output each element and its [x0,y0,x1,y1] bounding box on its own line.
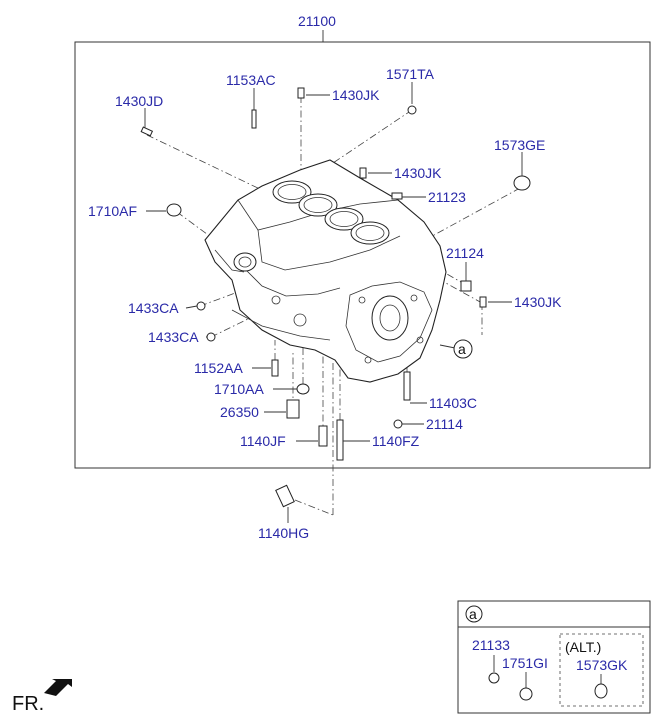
inset-marker-circle [465,605,483,623]
nut-21114 [393,419,403,429]
plug-1430JK-top [297,87,305,99]
callout-26350: 26350 [220,404,259,420]
ref-marker-text: a [458,341,466,357]
plug-1430JK-mid [359,167,367,179]
cap-1573GE [513,175,531,191]
plug-1430JK-right [479,296,487,308]
callout-1430JK-top: 1430JK [332,87,380,103]
callout-21124: 21124 [446,245,484,261]
callout-1430JK-right: 1430JK [514,294,562,310]
dowel-pin-1430JD [140,126,154,137]
inset-marker-text: a [469,606,477,622]
oring-1710AA [296,383,310,395]
inset-ring-21133 [488,672,500,684]
callout-1433CA-2: 1433CA [148,329,199,345]
ref-marker-leader [439,344,456,349]
callout-leaders [144,82,523,523]
assembly-part-number: 21100 [298,13,336,29]
plug-1571TA [407,105,417,115]
callout-1153AC: 1153AC [226,72,276,88]
inset-ring-1751GI [519,687,533,701]
stud-1153AC [251,109,257,129]
pin-21123 [391,192,403,200]
inset-part-1573GK: 1573GK [576,657,628,673]
oring-1710AF [166,203,182,217]
pin-21124 [460,280,472,292]
callout-1433CA-1: 1433CA [128,300,179,316]
callout-1430JK-mid: 1430JK [394,165,442,181]
inset-cap-1573GK [594,683,608,699]
plug-1433CA-2 [206,332,216,342]
inset-part-1751GI: 1751GI [502,655,548,671]
cylinder-block [204,159,447,383]
inset-part-21133: 21133 [472,637,510,653]
callout-21123: 21123 [428,189,466,205]
callout-1140FZ: 1140FZ [372,433,420,449]
bolt-1140FZ [336,419,344,461]
callout-1140JF: 1140JF [240,433,286,449]
water-port [233,252,257,272]
inset-alt-label: (ALT.) [565,639,601,655]
callout-1710AA: 1710AA [214,381,264,397]
callout-11403C: 11403C [429,395,477,411]
callout-1571TA: 1571TA [386,66,435,82]
bolt-1140JF [318,425,328,447]
front-direction-indicator: FR. [12,679,72,715]
callout-1430JD: 1430JD [115,93,163,109]
bolt-1140HG [275,484,295,508]
callout-1710AF: 1710AF [88,203,137,219]
rear-main-bore [371,295,409,341]
callout-1573GE: 1573GE [494,137,545,153]
plug-1433CA-1 [196,301,206,311]
callout-labels: 1430JD 1153AC 1430JK 1571TA 1573GE 1430J… [88,66,562,541]
inset-detail-box: a 21133 1751GI (ALT.) 1573GK [457,600,651,714]
small-parts [140,87,531,508]
bolt-11403C [403,371,411,401]
main-frame [74,41,651,469]
sensor-26350 [286,399,300,419]
callout-1152AA: 1152AA [194,360,243,376]
stud-1152AA [271,359,279,377]
front-arrow-icon [44,679,72,696]
callout-1140HG: 1140HG [258,525,309,541]
ref-marker-circle [453,339,473,359]
callout-21114: 21114 [426,416,463,432]
front-label: FR. [12,693,44,715]
